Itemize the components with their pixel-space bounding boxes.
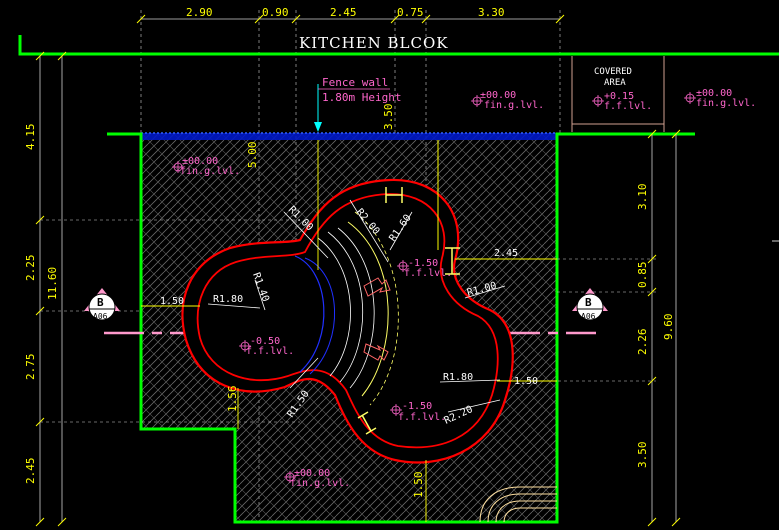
dim-245: 2.45 xyxy=(494,248,518,259)
top-dimension-ticks xyxy=(136,14,565,24)
level-shallow-label: f.f.lvl. xyxy=(246,346,294,357)
level-deep-value: -1.50 xyxy=(402,401,432,412)
level-top-right-value: ±00.00 xyxy=(696,88,732,99)
dim-right-1: 3.10 xyxy=(636,184,649,211)
right-dim-ticks xyxy=(647,129,681,527)
dim-top-4: 0.75 xyxy=(397,6,424,19)
pool-dim-lines xyxy=(141,140,557,522)
dim-left-overall: 11.60 xyxy=(46,267,59,300)
right-extension-lines xyxy=(455,258,656,382)
level-covered-label: f.f.lvl. xyxy=(604,101,652,112)
level-pool-area: ±00.00 fin.g.lvl. xyxy=(172,156,240,177)
level-top-right: ±00.00 fin.g.lvl. xyxy=(684,88,756,109)
radius-r180-right: R1.80 xyxy=(443,372,473,383)
section-marker-left-letter: B xyxy=(97,296,104,309)
section-marker-right-sheet: A06 xyxy=(581,312,596,321)
dim-right-2: 0.85 xyxy=(636,262,649,289)
dim-right-overall: 9.60 xyxy=(662,314,675,341)
level-step-value: -1.50 xyxy=(408,258,438,269)
radius-leaders xyxy=(207,199,506,413)
kitchen-block-wall xyxy=(18,35,779,56)
radius-r180-left: R1.80 xyxy=(213,294,243,305)
kitchen-block-title: KITCHEN BLCOK xyxy=(299,34,449,52)
dim-top-5: 3.30 xyxy=(478,6,505,19)
level-covered: +0.15 f.f.lvl. xyxy=(592,91,652,112)
level-pool-area-label: fin.g.lvl. xyxy=(180,166,240,177)
dim-left-1: 4.15 xyxy=(24,124,37,151)
pool-ladder-top xyxy=(385,187,403,203)
level-bottom-label: fin.g.lvl. xyxy=(290,478,350,489)
pool-inner-edge xyxy=(196,193,499,449)
section-marker-right-letter: B xyxy=(585,296,592,309)
level-deep: -1.50 f.f.lvl. xyxy=(390,401,446,423)
level-step-label: f.f.lvl. xyxy=(404,268,452,279)
pool-ladder-right xyxy=(445,247,460,275)
pool-ladder-bottom xyxy=(357,411,377,435)
level-top-center-label: fin.g.lvl. xyxy=(484,100,544,111)
dim-150-left: 1.50 xyxy=(160,296,184,307)
dim-150-bottom: 1.50 xyxy=(412,472,425,499)
dim-150-right: 1.50 xyxy=(514,376,538,387)
section-marker-right: B A06 xyxy=(572,288,608,321)
dim-right-4: 3.50 xyxy=(636,442,649,469)
fence-wall-label: Fence wall xyxy=(322,76,388,89)
dim-left-3: 2.75 xyxy=(24,354,37,381)
dim-right-3: 2.26 xyxy=(636,329,649,356)
dim-left-4: 2.45 xyxy=(24,458,37,485)
level-shallow-value: -0.50 xyxy=(250,336,280,347)
level-pool-area-value: ±00.00 xyxy=(182,156,218,167)
dim-left-2: 2.25 xyxy=(24,255,37,282)
dim-top-1: 2.90 xyxy=(186,6,213,19)
section-marker-left-sheet: A06 xyxy=(93,312,108,321)
level-bottom-value: ±00.00 xyxy=(294,468,330,479)
dim-top-2: 0.90 xyxy=(262,6,289,19)
pool-steps xyxy=(317,227,375,389)
level-top-center-value: ±00.00 xyxy=(480,90,516,101)
fence-wall xyxy=(141,133,557,140)
flow-arrows xyxy=(363,277,391,361)
level-top-right-label: fin.g.lvl. xyxy=(696,98,756,109)
level-covered-value: +0.15 xyxy=(604,91,634,102)
level-step: -1.50 f.f.lvl. xyxy=(397,258,452,279)
covered-area-label-1: COVERED xyxy=(594,67,632,77)
site-boundary-left xyxy=(107,132,695,524)
pool xyxy=(181,178,514,464)
covered-area-label-2: AREA xyxy=(604,78,626,88)
dim-156: 1.56 xyxy=(226,386,239,413)
covered-area: COVERED AREA xyxy=(571,56,665,132)
dim-top-3: 2.45 xyxy=(330,6,357,19)
level-top-center: ±00.00 fin.g.lvl. xyxy=(471,90,544,111)
section-marker-left: B A06 xyxy=(84,288,120,321)
level-deep-label: f.f.lvl. xyxy=(398,412,446,423)
level-shallow: -0.50 f.f.lvl. xyxy=(239,336,294,357)
dim-500: 5.00 xyxy=(246,142,259,169)
garden-steps xyxy=(479,486,557,523)
pool-water xyxy=(181,178,514,464)
dim-fence-350: 3.50 xyxy=(382,104,395,131)
fence-wall-callout: Fence wall 1.80m Height xyxy=(314,76,401,132)
fence-height-label: 1.80m Height xyxy=(322,91,401,104)
level-bottom: ±00.00 fin.g.lvl. xyxy=(284,468,350,489)
